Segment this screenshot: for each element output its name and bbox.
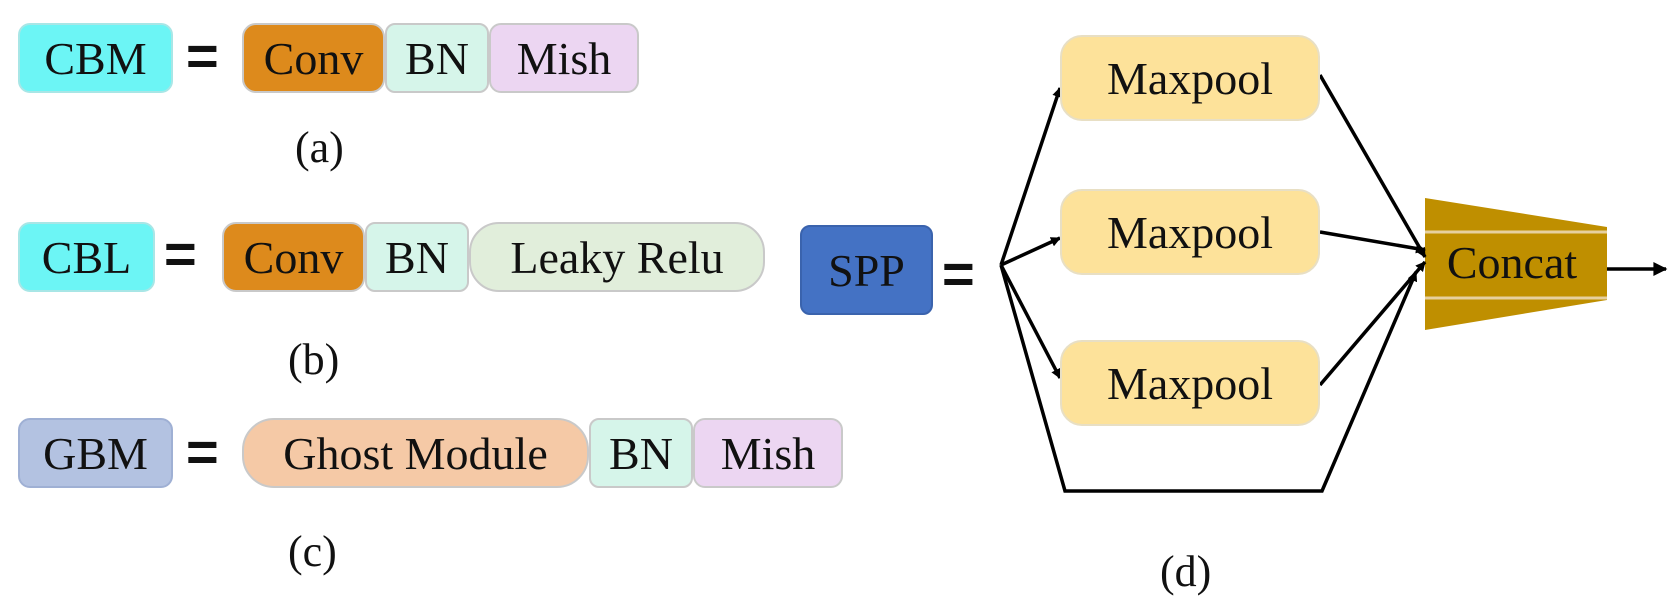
gbm-mish-block: Mish: [693, 418, 843, 488]
concat-label: Concat: [1447, 237, 1578, 288]
equals-sign-a: =: [186, 24, 219, 87]
equals-sign-d: =: [942, 242, 975, 305]
cbm-mish-block: Mish: [489, 23, 639, 93]
maxpool-block-3: Maxpool: [1060, 340, 1320, 426]
edge-maxpool-1-concat: [1318, 74, 1427, 258]
cbl-leaky-relu-block: Leaky Relu: [469, 222, 765, 292]
edge-split-maxpool-3: [999, 264, 1062, 379]
gbm-module: GBM: [18, 418, 173, 488]
cbm-module: CBM: [18, 23, 173, 93]
edge-maxpool-2-concat: [1319, 230, 1426, 254]
gbm-ghost-module-block: Ghost Module: [242, 418, 589, 488]
cbm-conv-block: Conv: [242, 23, 385, 93]
equals-sign-b: =: [164, 222, 197, 285]
edge-split-maxpool-2: [1000, 236, 1061, 267]
maxpool-block-2: Maxpool: [1060, 189, 1320, 275]
equals-sign-c: =: [186, 420, 219, 483]
edge-split-maxpool-1: [999, 87, 1062, 266]
concat-node: Concat: [1425, 198, 1607, 330]
cbl-conv-block: Conv: [222, 222, 365, 292]
cbl-module: CBL: [18, 222, 155, 292]
caption-a: (a): [295, 123, 344, 172]
spp-module: SPP: [800, 225, 933, 315]
edge-maxpool-3-concat: [1318, 260, 1427, 387]
caption-b: (b): [288, 335, 340, 384]
spp-edges: [999, 74, 1668, 493]
caption-c: (c): [288, 527, 337, 576]
caption-d: (d): [1160, 547, 1212, 596]
maxpool-block-1: Maxpool: [1060, 35, 1320, 121]
cbl-bn-block: BN: [365, 222, 469, 292]
edge-bypass: [999, 264, 1418, 493]
cbm-bn-block: BN: [385, 23, 489, 93]
gbm-bn-block: BN: [589, 418, 693, 488]
